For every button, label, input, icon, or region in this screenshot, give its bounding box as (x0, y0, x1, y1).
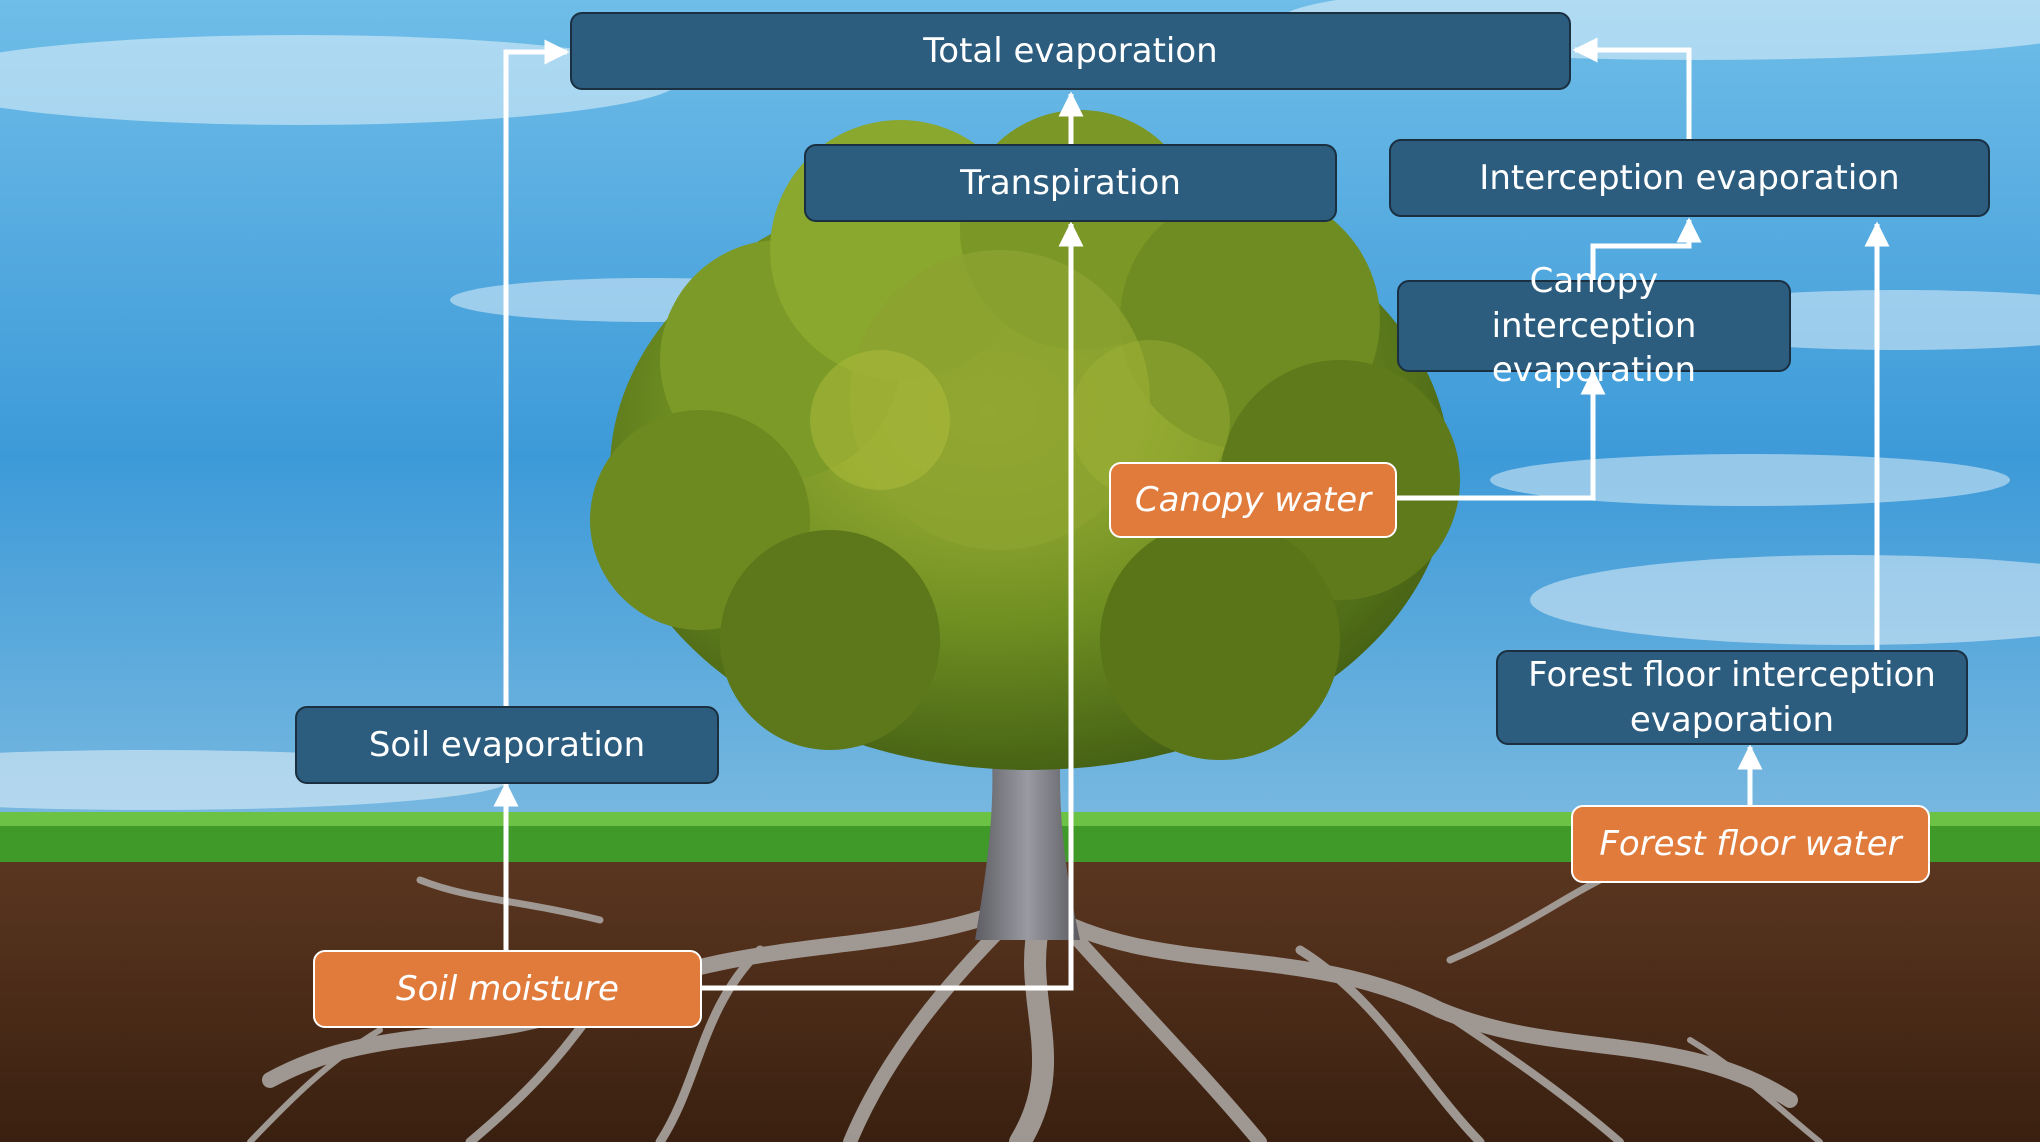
forest-floor-interception-evaporation-label: Forest floor interception evaporation (1528, 654, 1936, 740)
arrow-soil-evaporation-to-total-evaporation (503, 39, 570, 706)
interception-evaporation-box: Interception evaporation (1389, 139, 1990, 217)
forest-floor-interception-evaporation-box: Forest floor interception evaporation (1496, 650, 1968, 745)
canopy-water-label: Canopy water (1134, 479, 1372, 520)
arrow-interception-evaporation-to-total-evaporation (1572, 37, 1692, 139)
total-evaporation-label: Total evaporation (923, 30, 1218, 71)
canopy-interception-evaporation-box: Canopy interception evaporation (1397, 261, 1791, 390)
canopy-water-box: Canopy water (1109, 462, 1397, 538)
soil-moisture-label: Soil moisture (396, 968, 619, 1009)
forest-floor-water-label: Forest floor water (1599, 823, 1902, 864)
arrow-canopy-water-to-canopy-interception (1396, 369, 1606, 501)
soil-evaporation-box: Soil evaporation (295, 706, 719, 784)
arrow-soil-moisture-to-transpiration (700, 221, 1084, 991)
forest-floor-water-box: Forest floor water (1571, 805, 1930, 883)
transpiration-box: Transpiration (804, 144, 1337, 222)
soil-moisture-box: Soil moisture (313, 950, 702, 1028)
transpiration-label: Transpiration (960, 162, 1181, 203)
canopy-interception-evaporation-label: Canopy interception evaporation (1491, 260, 1697, 391)
interception-evaporation-label: Interception evaporation (1479, 157, 1900, 198)
soil-evaporation-label: Soil evaporation (368, 724, 646, 765)
arrow-canopy-interception-to-interception-evaporation (1590, 217, 1702, 280)
total-evaporation-box: Total evaporation (570, 12, 1571, 90)
